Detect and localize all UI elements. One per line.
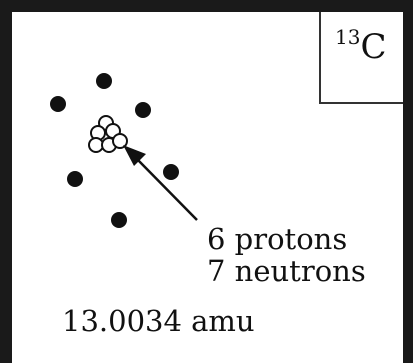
- electron: [67, 171, 83, 187]
- electron: [135, 102, 151, 118]
- frame-border-left: [0, 0, 12, 363]
- isotope-symbol-box: 13C: [319, 12, 403, 104]
- frame-border-top: [0, 0, 413, 12]
- nucleus: [88, 115, 128, 153]
- electron: [163, 164, 179, 180]
- nucleon: [88, 137, 104, 153]
- frame-border-right: [403, 0, 413, 363]
- atomic-mass-label: 13.0034 amu: [62, 304, 255, 338]
- isotope-symbol: 13C: [335, 27, 387, 67]
- mass-number: 13: [335, 25, 361, 49]
- electron: [50, 96, 66, 112]
- nucleon: [112, 133, 128, 149]
- element-symbol: C: [360, 27, 387, 67]
- neutrons-label: 7 neutrons: [207, 254, 366, 288]
- pointer-arrow: [123, 145, 198, 221]
- protons-label: 6 protons: [207, 222, 348, 256]
- electron: [111, 212, 127, 228]
- electron: [96, 73, 112, 89]
